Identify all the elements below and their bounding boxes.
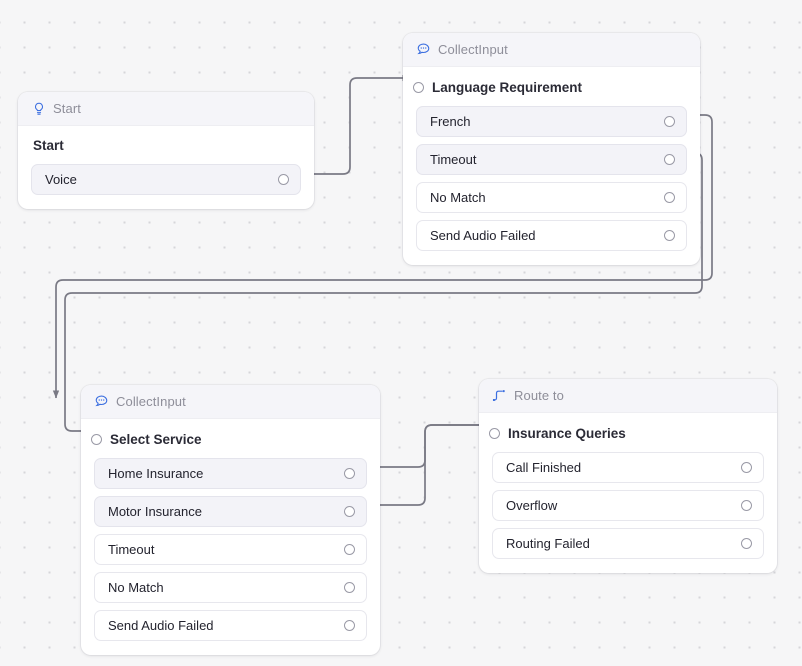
node-collect-input-language[interactable]: CollectInput Language Requirement French… <box>403 33 700 265</box>
port-handle-routing-failed[interactable] <box>741 538 752 549</box>
port-row[interactable]: No Match <box>94 572 367 603</box>
port-handle-send-audio-failed[interactable] <box>664 230 675 241</box>
port-label: Home Insurance <box>108 466 204 481</box>
port-handle-motor-insurance[interactable] <box>344 506 355 517</box>
port-label: Routing Failed <box>506 536 590 551</box>
port-row[interactable]: Overflow <box>492 490 764 521</box>
port-row[interactable]: Home Insurance <box>94 458 367 489</box>
port-row[interactable]: French <box>416 106 687 137</box>
port-row[interactable]: Motor Insurance <box>94 496 367 527</box>
node-type-label: CollectInput <box>116 394 186 409</box>
port-row[interactable]: Call Finished <box>492 452 764 483</box>
port-handle-overflow[interactable] <box>741 500 752 511</box>
port-handle-send-audio-failed[interactable] <box>344 620 355 631</box>
port-row[interactable]: Voice <box>31 164 301 195</box>
input-port-handle[interactable] <box>413 82 424 93</box>
port-label: French <box>430 114 471 129</box>
node-collect-input-select-service[interactable]: CollectInput Select Service Home Insuran… <box>81 385 380 655</box>
port-label: Timeout <box>108 542 155 557</box>
port-label: No Match <box>430 190 486 205</box>
chat-bubble-icon <box>416 42 431 57</box>
port-row[interactable]: Timeout <box>94 534 367 565</box>
node-title-row: Select Service <box>81 419 380 447</box>
port-label: Timeout <box>430 152 477 167</box>
port-list: French Timeout No Match Send Audio Faile… <box>403 95 700 251</box>
port-handle-timeout[interactable] <box>664 154 675 165</box>
port-label: Call Finished <box>506 460 582 475</box>
node-route-to[interactable]: Route to Insurance Queries Call Finished… <box>479 379 777 573</box>
port-label: No Match <box>108 580 164 595</box>
port-handle-french[interactable] <box>664 116 675 127</box>
edge-start-to-language <box>298 74 411 175</box>
node-title: Select Service <box>110 432 202 447</box>
port-handle-home-insurance[interactable] <box>344 468 355 479</box>
port-list: Voice <box>18 153 314 195</box>
port-list: Home Insurance Motor Insurance Timeout N… <box>81 447 380 641</box>
port-handle-call-finished[interactable] <box>741 462 752 473</box>
node-type-label: Start <box>53 101 81 116</box>
node-header: Route to <box>479 379 777 413</box>
port-list: Call Finished Overflow Routing Failed <box>479 441 777 559</box>
route-path-icon <box>492 388 507 403</box>
port-row[interactable]: Timeout <box>416 144 687 175</box>
port-label: Send Audio Failed <box>108 618 214 633</box>
node-title-row: Language Requirement <box>403 67 700 95</box>
port-handle-no-match[interactable] <box>344 582 355 593</box>
edge-motor-to-insurance-queries <box>362 424 487 506</box>
port-label: Motor Insurance <box>108 504 202 519</box>
node-title: Language Requirement <box>432 80 583 95</box>
port-row[interactable]: Routing Failed <box>492 528 764 559</box>
node-start[interactable]: Start Start Voice <box>18 92 314 209</box>
node-type-label: Route to <box>514 388 564 403</box>
chat-bubble-icon <box>94 394 109 409</box>
input-port-handle[interactable] <box>489 428 500 439</box>
port-handle-timeout[interactable] <box>344 544 355 555</box>
port-label: Send Audio Failed <box>430 228 536 243</box>
port-handle-no-match[interactable] <box>664 192 675 203</box>
node-title: Insurance Queries <box>508 426 626 441</box>
port-row[interactable]: Send Audio Failed <box>416 220 687 251</box>
node-header: Start <box>18 92 314 126</box>
port-handle-voice[interactable] <box>278 174 289 185</box>
node-title: Start <box>33 138 64 153</box>
port-row[interactable]: Send Audio Failed <box>94 610 367 641</box>
node-type-label: CollectInput <box>438 42 508 57</box>
node-header: CollectInput <box>81 385 380 419</box>
input-port-handle[interactable] <box>91 434 102 445</box>
port-label: Voice <box>45 172 77 187</box>
node-header: CollectInput <box>403 33 700 67</box>
port-row[interactable]: No Match <box>416 182 687 213</box>
lightbulb-icon <box>31 101 46 116</box>
port-label: Overflow <box>506 498 558 513</box>
edge-home-to-insurance-queries <box>362 421 488 468</box>
node-title-row: Insurance Queries <box>479 413 777 441</box>
